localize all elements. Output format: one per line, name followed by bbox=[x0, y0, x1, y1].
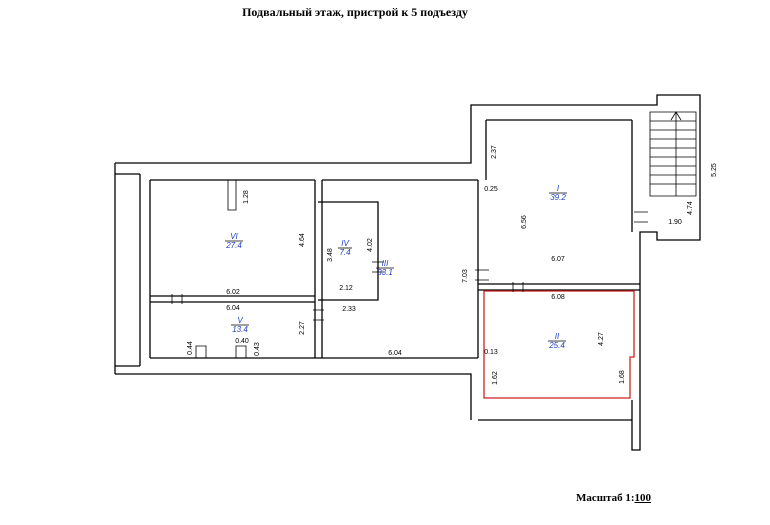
room-label-i-number: I bbox=[557, 184, 560, 193]
room-label-iii-area: 33.1 bbox=[377, 268, 393, 277]
dim-2-37: 2.37 bbox=[491, 145, 498, 159]
dim-4-64: 4.64 bbox=[299, 233, 306, 247]
dim-6-02: 6.02 bbox=[226, 289, 240, 296]
room-label-ii-number: II bbox=[555, 332, 560, 341]
room-label-iv-number: IV bbox=[341, 239, 349, 248]
dim-1-62: 1.62 bbox=[492, 371, 499, 385]
dim-6-04: 6.04 bbox=[226, 305, 240, 312]
scale-prefix: Масштаб 1: bbox=[576, 492, 635, 504]
dim-3-48: 3.48 bbox=[327, 248, 334, 262]
outer-walls bbox=[114, 94, 701, 451]
dim-0-43: 0.43 bbox=[254, 342, 261, 356]
dim-6-07: 6.07 bbox=[551, 256, 565, 263]
room-label-iii-number: III bbox=[382, 259, 389, 268]
room-label-iv-area: 7.4 bbox=[339, 248, 351, 257]
room-ii-highlight bbox=[483, 290, 635, 399]
room-label-i-area: 39.2 bbox=[550, 193, 566, 202]
plan-title: Подвальный этаж, пристрой к 5 подъезду bbox=[242, 5, 468, 19]
dim-0-13: 0.13 bbox=[484, 349, 498, 356]
dim-7-03: 7.03 bbox=[462, 269, 469, 283]
scale-label: Масштаб 1:100 bbox=[576, 492, 651, 504]
dim-2-27: 2.27 bbox=[299, 321, 306, 335]
room-label-v-area: 13.4 bbox=[232, 325, 248, 334]
dimension-labels: 2.37 0.25 6.56 6.07 1.90 4.74 5.25 7.03 … bbox=[187, 145, 718, 385]
inner-walls bbox=[150, 180, 640, 358]
dim-6-56: 6.56 bbox=[521, 215, 528, 229]
room-label-vi-number: VI bbox=[230, 232, 238, 241]
room-labels: I 39.2 II 25.4 III 33.1 IV 7.4 V 13.4 VI… bbox=[225, 184, 567, 350]
dim-1-28: 1.28 bbox=[243, 190, 250, 204]
dim-5-25: 5.25 bbox=[711, 163, 718, 177]
dim-6-04-bottom: 6.04 bbox=[388, 350, 402, 357]
staircase bbox=[649, 111, 697, 197]
dim-6-08: 6.08 bbox=[551, 294, 565, 301]
dim-1-90: 1.90 bbox=[668, 219, 682, 226]
room-label-v-number: V bbox=[237, 316, 243, 325]
dim-0-40: 0.40 bbox=[235, 338, 249, 345]
dim-0-44: 0.44 bbox=[187, 341, 194, 355]
dim-1-68: 1.68 bbox=[619, 370, 626, 384]
dim-2-12: 2.12 bbox=[339, 285, 353, 292]
dim-4-27: 4.27 bbox=[598, 332, 605, 346]
dim-4-02: 4.02 bbox=[367, 238, 374, 252]
room-label-ii-area: 25.4 bbox=[548, 341, 565, 350]
door-marks bbox=[171, 211, 648, 321]
dim-2-33: 2.33 bbox=[342, 306, 356, 313]
scale-value: 100 bbox=[634, 492, 652, 504]
dim-4-74: 4.74 bbox=[687, 201, 694, 215]
dim-0-25: 0.25 bbox=[484, 186, 498, 193]
room-label-vi-area: 27.4 bbox=[225, 241, 242, 250]
